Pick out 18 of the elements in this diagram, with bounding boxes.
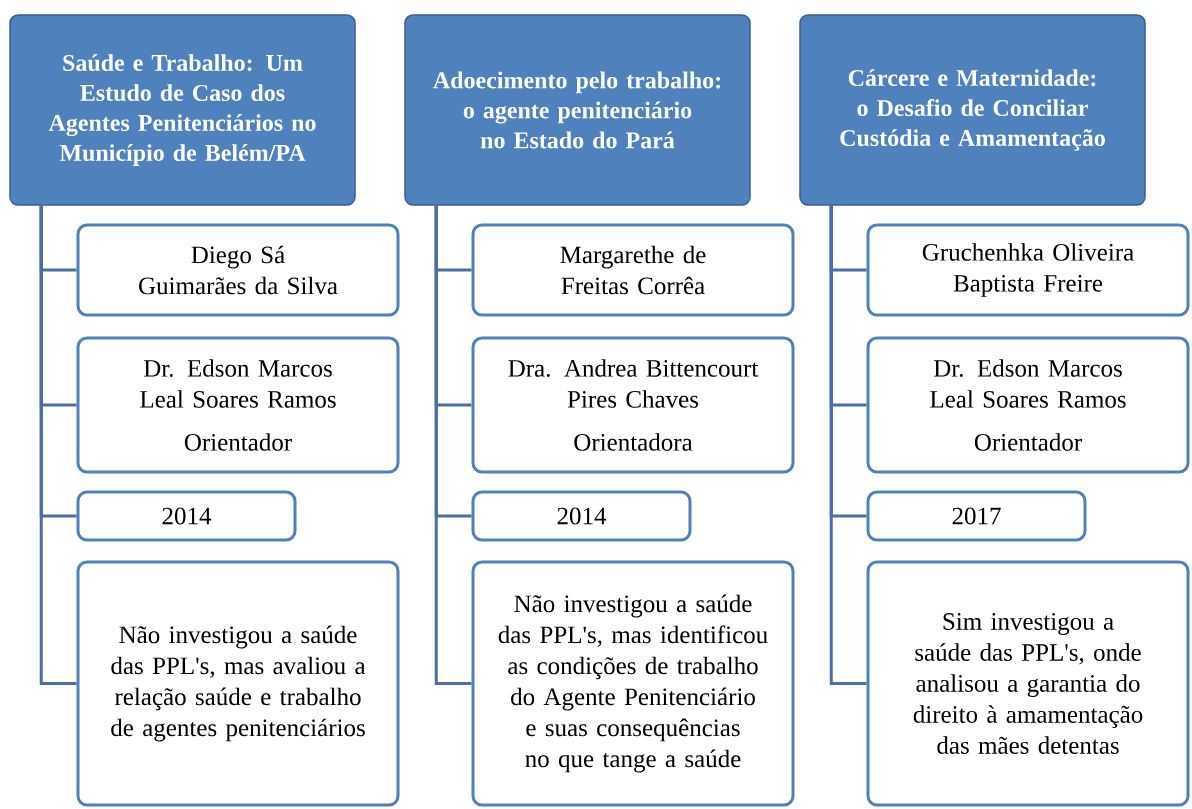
title-box: Saúde e Trabalho: Um Estudo de Caso dos Agentes Penitenciários no Município de Belém/PA xyxy=(9,14,356,206)
info-box: Dr. Edson Marcos Leal Soares Ramos Orientador xyxy=(866,336,1190,474)
connector-line xyxy=(39,205,77,685)
connector-line xyxy=(434,205,472,685)
info-box: 2014 xyxy=(76,490,297,542)
info-box: Margarethe de Freitas Corrêa xyxy=(471,223,795,317)
title-box: Adoecimento pelo trabalho: o agente penitenciário no Estado do Pará xyxy=(404,14,751,206)
info-box: Sim investigou a saúde das PPL's, onde analisou a garantia do direito à amamentação das mães detentas xyxy=(866,560,1190,807)
info-box: Gruchenhka Oliveira Baptista Freire xyxy=(866,223,1190,317)
info-box: Não investigou a saúde das PPL's, mas avaliou a relação saúde e trabalho de agentes penitenciários xyxy=(76,560,400,807)
info-box: 2017 xyxy=(866,490,1087,542)
info-box: Dra. Andrea Bittencourt Pires Chaves Orientadora xyxy=(471,336,795,474)
info-box: Diego Sá Guimarães da Silva xyxy=(76,223,400,317)
connector-line xyxy=(829,205,867,685)
info-box: Dr. Edson Marcos Leal Soares Ramos Orientador xyxy=(76,336,400,474)
info-box: 2014 xyxy=(471,490,692,542)
title-box: Cárcere e Maternidade: o Desafio de Conciliar Custódia e Amamentação xyxy=(799,14,1146,206)
info-box: Não investigou a saúde das PPL's, mas identificou as condições de trabalho do Agente Penitenciário e suas consequências no que tange a saúde xyxy=(471,560,795,807)
